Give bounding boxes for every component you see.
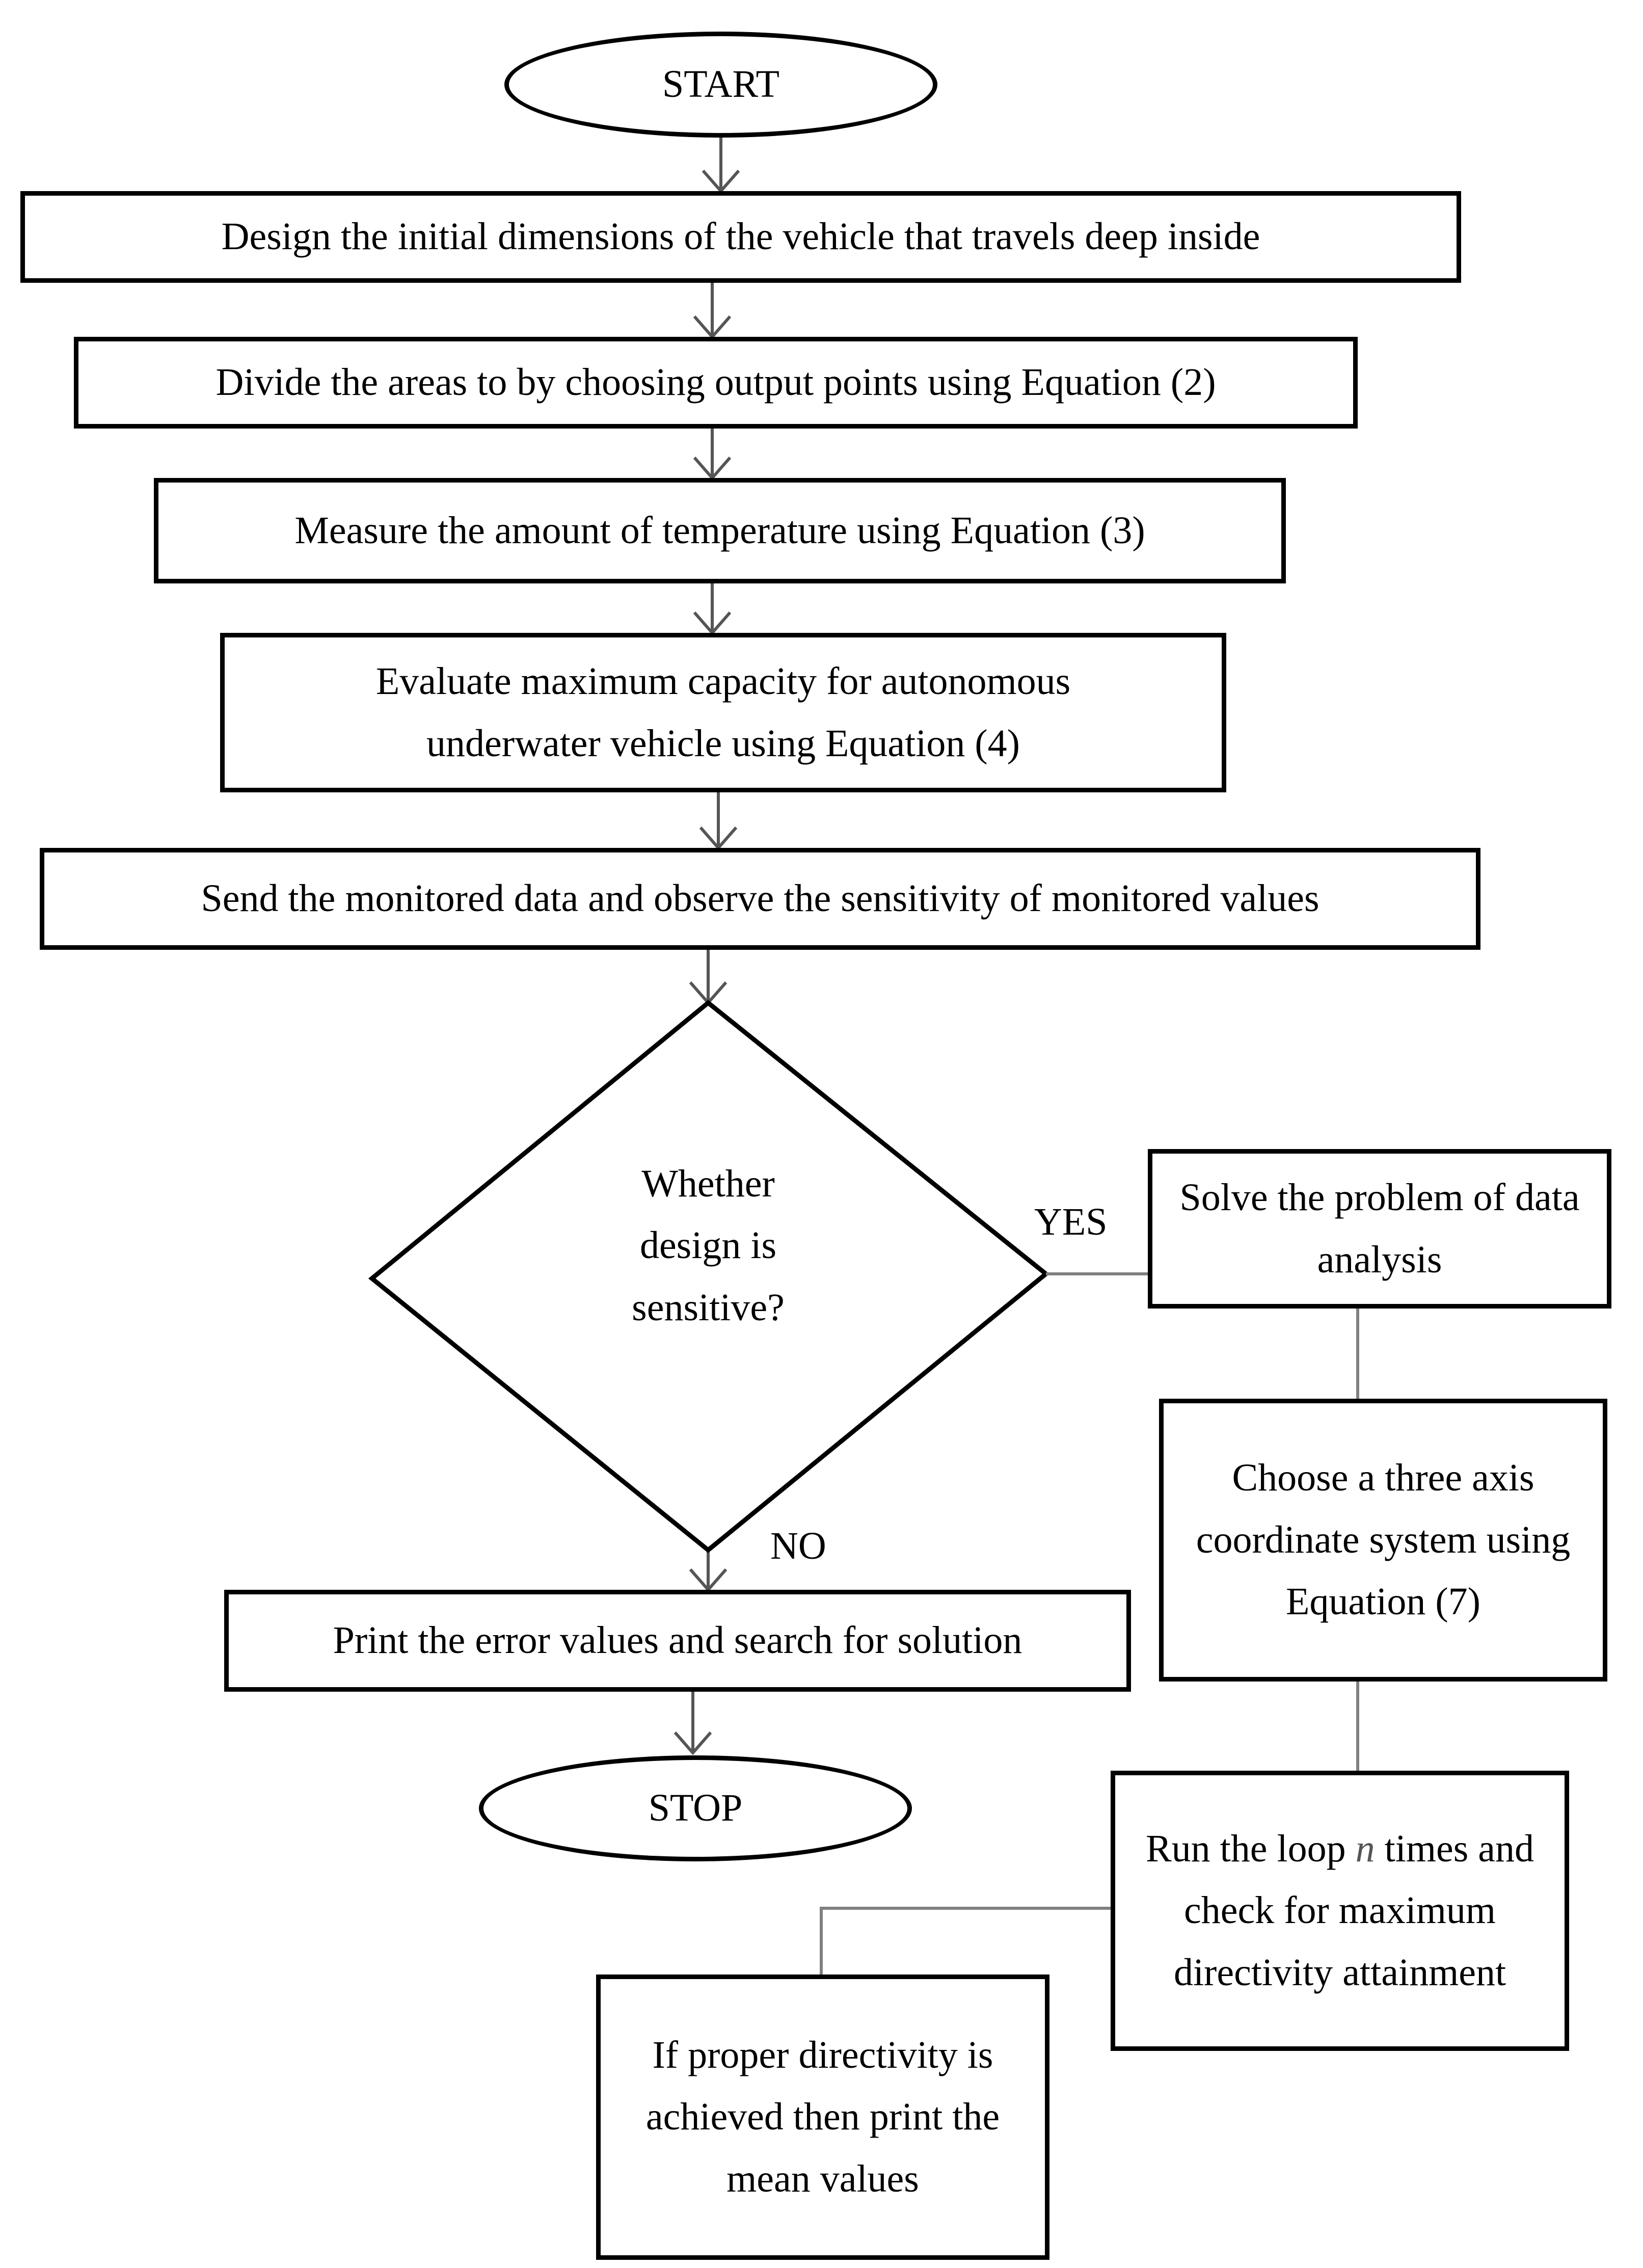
loop-count-variable: n	[1355, 1827, 1375, 1870]
process-print-error-values-text: Print the error values and search for so…	[333, 1619, 1022, 1662]
start-terminal: START	[504, 32, 937, 138]
yes-label: YES	[1034, 1200, 1108, 1243]
stop-label: STOP	[648, 1786, 743, 1830]
run-loop-text-after: times and check for maximum directivity …	[1173, 1827, 1534, 1994]
process-evaluate-capacity-text: Evaluate maximum capacity for autonomous…	[375, 659, 1071, 765]
process-run-loop-text: Run the loop n times and check for maxim…	[1141, 1818, 1539, 2004]
process-print-mean-values-text: If proper directivity is achieved then p…	[645, 2033, 1000, 2200]
process-measure-temperature-text: Measure the amount of temperature using …	[294, 509, 1145, 552]
process-send-monitored-data: Send the monitored data and observe the …	[40, 848, 1480, 950]
process-solve-data-analysis-text: Solve the problem of data analysis	[1179, 1176, 1580, 1281]
process-solve-data-analysis: Solve the problem of data analysis	[1148, 1149, 1611, 1309]
process-print-mean-values: If proper directivity is achieved then p…	[596, 1975, 1049, 2260]
process-choose-coordinate-system: Choose a three axis coordinate system us…	[1159, 1399, 1607, 1682]
process-choose-coordinate-system-text: Choose a three axis coordinate system us…	[1196, 1456, 1571, 1623]
no-label: NO	[770, 1525, 826, 1567]
decision-text-block: Whether design is sensitive?	[555, 1131, 861, 1360]
process-divide-areas-text: Divide the areas to by choosing output p…	[216, 361, 1216, 404]
process-evaluate-capacity: Evaluate maximum capacity for autonomous…	[220, 633, 1226, 792]
process-measure-temperature: Measure the amount of temperature using …	[154, 478, 1286, 583]
run-loop-text-before: Run the loop	[1145, 1827, 1356, 1870]
connector-yes3-to-yes4	[820, 1907, 1111, 1975]
stop-terminal: STOP	[479, 1755, 912, 1861]
process-send-monitored-data-text: Send the monitored data and observe the …	[201, 877, 1319, 920]
decision-text: Whether design is sensitive?	[632, 1162, 785, 1329]
process-run-loop: Run the loop n times and check for maxim…	[1111, 1771, 1569, 2051]
decision-diamond	[368, 1000, 1050, 1553]
start-label: START	[662, 63, 780, 106]
process-print-error-values: Print the error values and search for so…	[224, 1590, 1131, 1692]
process-design-dimensions-text: Design the initial dimensions of the veh…	[221, 215, 1260, 258]
process-design-dimensions: Design the initial dimensions of the veh…	[20, 191, 1461, 283]
process-divide-areas: Divide the areas to by choosing output p…	[74, 337, 1358, 429]
